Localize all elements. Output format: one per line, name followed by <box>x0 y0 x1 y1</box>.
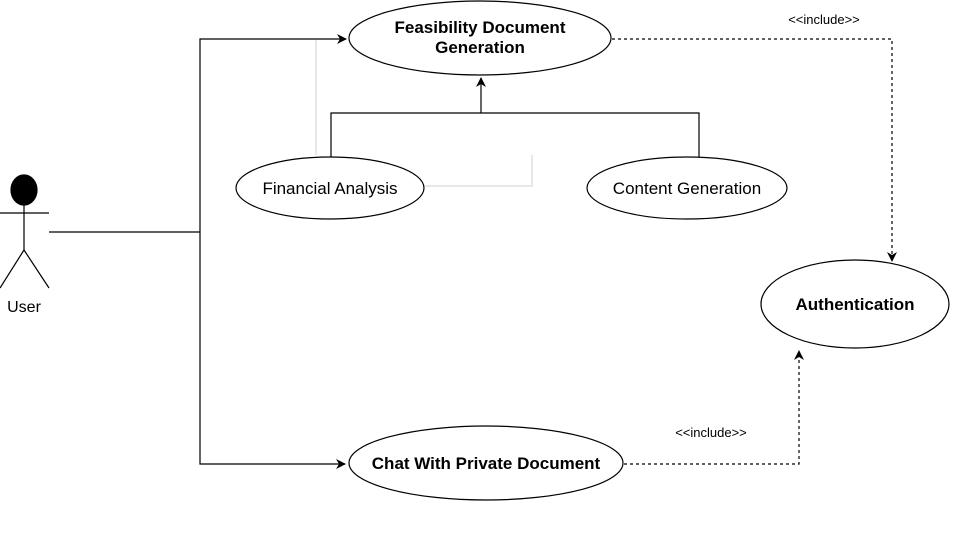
feasibility-label-line2: Generation <box>435 38 525 57</box>
actor-name: User <box>7 299 41 316</box>
chat-label: Chat With Private Document <box>372 454 601 473</box>
usecase-content-generation[interactable]: Content Generation <box>586 156 788 220</box>
include-feasibility-auth <box>612 38 897 262</box>
include-chat-auth <box>624 350 804 465</box>
content-label: Content Generation <box>613 179 761 198</box>
actor-leg-right <box>23 249 50 289</box>
actor-associations <box>49 34 347 469</box>
gen-financial <box>330 112 700 157</box>
financial-label: Financial Analysis <box>262 179 397 198</box>
actor-head <box>10 174 38 206</box>
usecase-chat[interactable]: Chat With Private Document <box>348 425 624 501</box>
generalization-lines <box>330 77 700 157</box>
include-label-top: <<include>> <box>788 12 860 27</box>
include-label-bottom: <<include>> <box>675 425 747 440</box>
include-lines <box>612 38 897 465</box>
usecase-financial-analysis[interactable]: Financial Analysis <box>235 156 425 220</box>
assoc-to-chat <box>199 232 346 469</box>
usecase-feasibility[interactable]: Feasibility Document Generation <box>348 0 612 76</box>
faint-guides <box>315 40 533 187</box>
usecase-authentication[interactable]: Authentication <box>760 259 950 349</box>
assoc-to-feasibility <box>199 34 347 232</box>
user-actor[interactable] <box>0 174 50 289</box>
feasibility-label-line1: Feasibility Document <box>395 18 566 37</box>
authentication-label: Authentication <box>796 295 915 314</box>
actor-leg-left <box>0 249 25 289</box>
